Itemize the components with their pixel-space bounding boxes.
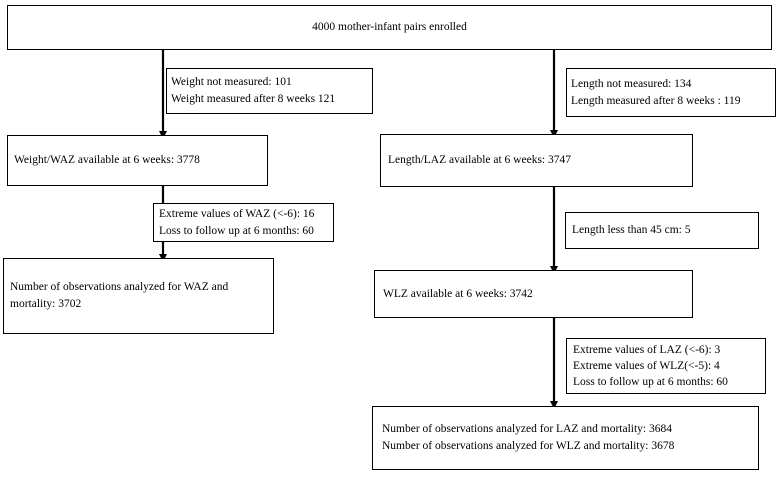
enrolled-box: 4000 mother-infant pairs enrolled [7,5,772,50]
weight-exclusion-box: Weight not measured: 101 Weight measured… [166,68,373,114]
exclusion-line: Length not measured: 134 [571,77,692,90]
weight-available-text: Weight/WAZ available at 6 weeks: 3778 [14,154,200,166]
exclusion-line: Weight measured after 8 weeks 121 [171,93,336,105]
wlz-exclusion-box: Extreme values of LAZ (<-6): 3 Extreme v… [566,338,766,394]
length-available-box: Length/LAZ available at 6 weeks: 3747 [380,134,693,187]
wlz-available-box: WLZ available at 6 weeks: 3742 [374,270,693,318]
exclusion-line: Extreme values of LAZ (<-6): 3 [573,344,721,356]
exclusion-line: Loss to follow up at 6 months: 60 [573,376,728,388]
enrolled-text: 4000 mother-infant pairs enrolled [312,21,467,33]
analyzed-line: Number of observations analyzed for WLZ … [382,440,675,452]
exclusion-line: Length less than 45 cm: 5 [572,224,691,236]
laz-wlz-analyzed-box: Number of observations analyzed for LAZ … [372,406,759,470]
waz-exclusion-box: Extreme values of WAZ (<-6): 16 Loss to … [153,203,334,242]
length-available-text: Length/LAZ available at 6 weeks: 3747 [388,154,571,166]
analyzed-line: Number of observations analyzed for LAZ … [382,423,672,435]
exclusion-line: Weight not measured: 101 [171,76,292,88]
length-exclusion-box: Length not measured: 134 Length measured… [566,68,776,117]
waz-analyzed-box: Number of observations analyzed for WAZ … [3,258,274,334]
exclusion-line: Length measured after 8 weeks : 119 [571,94,741,107]
exclusion-line: Extreme values of WAZ (<-6): 16 [159,207,315,220]
wlz-available-text: WLZ available at 6 weeks: 3742 [383,287,533,300]
analyzed-line: mortality: 3702 [10,298,82,310]
exclusion-line: Extreme values of WLZ(<-5): 4 [573,360,720,372]
analyzed-line: Number of observations analyzed for WAZ … [10,281,229,293]
length-exclusion2-box: Length less than 45 cm: 5 [565,212,759,249]
exclusion-line: Loss to follow up at 6 months: 60 [159,224,314,237]
weight-available-box: Weight/WAZ available at 6 weeks: 3778 [7,135,268,186]
